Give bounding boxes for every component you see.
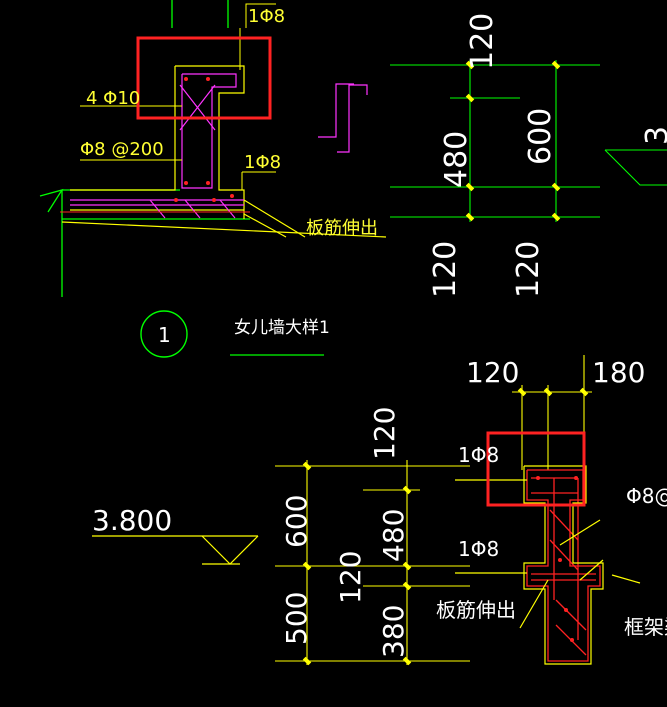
dim-bottom-120-a: 120 [428,241,463,298]
dim-right-cut: 3 [640,126,667,145]
detail-marker: 1 女儿墙大样1 [140,310,330,358]
dim-top-480: 480 [439,131,474,188]
label-rebar-mid-b: 1Φ8 [458,537,499,561]
dim-top-120: 120 [465,13,500,70]
dim-width-180: 180 [592,356,645,389]
label-beam-note: 框架梁 [624,615,667,639]
bottom-dimensions: 120 180 120 600 480 120 500 380 [275,355,645,666]
detail-caption: 女儿墙大样1 [234,318,330,338]
top-dimensions: 120 480 600 120 120 3 [390,13,667,298]
label-stirrup: Φ8 @200 [80,139,164,160]
top-parapet-section: 1Φ8 4 Φ10 Φ8 @200 1Φ8 板筋伸出 [39,0,387,297]
label-slab-note: 板筋伸出 [306,218,378,239]
dim-left-600: 600 [280,495,313,548]
dim-left-120-mid: 120 [334,551,367,604]
highlight-box-top [136,36,272,120]
dim-left-480: 480 [377,509,410,562]
bottom-parapet-section: 1Φ8 1Φ8 Φ8@ 板筋伸出 框架梁 [436,431,667,665]
label-rebar-bottom: 1Φ8 [244,152,281,173]
dim-left-120-top: 120 [368,407,401,460]
detail-number: 1 [158,323,171,347]
dim-left-380: 380 [377,605,410,658]
label-rebar-main: 4 Φ10 [86,88,140,109]
dim-width-120: 120 [466,356,519,389]
highlight-box-bottom [486,431,586,507]
dim-left-500: 500 [280,592,313,645]
elevation-label: 3.800 [92,504,172,537]
dim-bottom-120-b: 120 [511,241,546,298]
label-slab-note-b: 板筋伸出 [436,598,516,622]
dim-top-600: 600 [523,108,558,165]
bottom-elevation: 3.800 [92,504,259,565]
label-rebar-top: 1Φ8 [248,6,285,27]
label-stirrup-b: Φ8@ [626,484,667,508]
label-rebar-top-b: 1Φ8 [458,443,499,467]
